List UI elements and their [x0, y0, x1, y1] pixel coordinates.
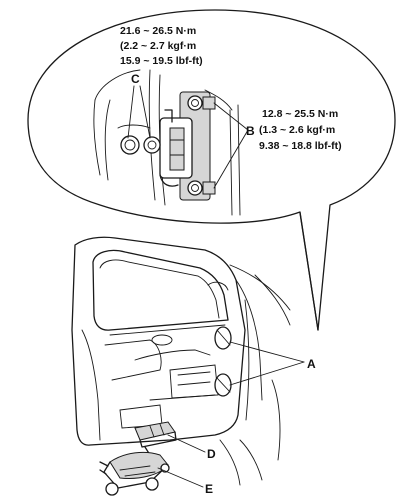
callout-c: C: [131, 72, 140, 86]
leader-b-1: [213, 102, 249, 131]
support-block: [134, 421, 177, 448]
hinge-bolt-upper: [187, 95, 203, 111]
hinge-bolt-lower: [187, 180, 203, 196]
torque-top-line2: (2.2 ~ 2.7 kgf·m: [120, 40, 196, 52]
callout-e: E: [205, 482, 213, 496]
leader-a-2: [229, 361, 305, 386]
torque-right-line3: 9.38 ~ 18.8 lbf-ft): [259, 140, 342, 152]
leader-e: [157, 467, 204, 488]
leader-c-2: [139, 85, 151, 139]
torque-right-line2: (1.3 ~ 2.6 kgf·m: [259, 124, 335, 136]
door-bolt-left: [120, 135, 140, 155]
leader-b-2: [213, 129, 249, 189]
leader-c-1: [127, 85, 135, 139]
door-bolt-right: [143, 136, 161, 154]
callout-d: D: [207, 447, 216, 461]
callout-b: B: [246, 124, 255, 138]
detail-hinge: [117, 91, 216, 201]
balloon-pointer-line: [299, 212, 319, 331]
callout-a: A: [307, 357, 316, 371]
torque-top-line3: 15.9 ~ 19.5 lbf-ft): [120, 55, 203, 67]
door-body: [71, 236, 246, 446]
torque-right-line1: 12.8 ~ 25.5 N·m: [262, 108, 338, 120]
leader-d: [167, 434, 206, 453]
floor-jack: [99, 446, 170, 496]
door-hinges: [214, 326, 232, 397]
torque-top-line1: 21.6 ~ 26.5 N·m: [120, 25, 196, 37]
leader-a-1: [229, 341, 305, 363]
vehicle-body: [219, 264, 291, 486]
detail-balloon: [27, 9, 396, 331]
